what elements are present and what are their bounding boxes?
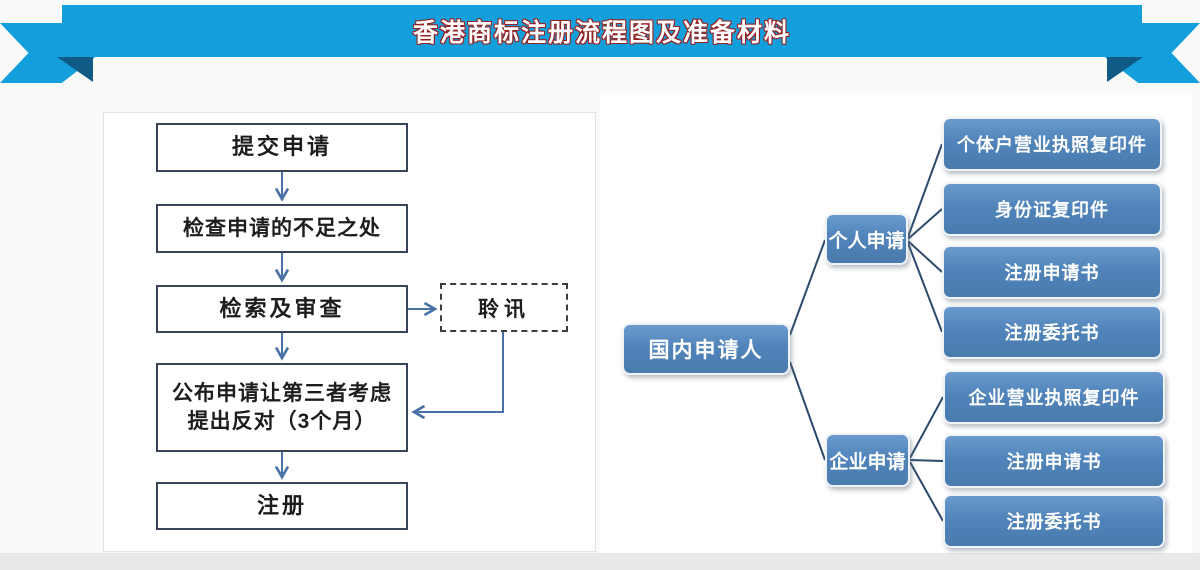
tree-branch-individual-label: 个人申请 xyxy=(828,230,905,252)
flow-step-publish: 公布申请让第三者考虑 提出反对（3个月） xyxy=(156,363,408,452)
tree-leaf-registration-poa-individual: 注册委托书 xyxy=(942,305,1162,359)
flow-step-register-label: 注册 xyxy=(256,492,307,518)
tree-leaf-label: 注册申请书 xyxy=(1006,452,1102,472)
tree-leaf-label: 企业营业执照复印件 xyxy=(968,388,1140,408)
tree-branch-enterprise: 企业申请 xyxy=(825,433,910,487)
tree-branch-individual: 个人申请 xyxy=(825,213,908,265)
line-enterprise-leaf3 xyxy=(909,461,944,522)
ribbon-banner: 香港商标注册流程图及准备材料 xyxy=(62,5,1142,57)
flow-step-submit: 提交申请 xyxy=(156,123,408,172)
flow-step-publish-label-line2: 提出反对（3个月） xyxy=(187,409,377,433)
flow-hearing-label: 聆讯 xyxy=(478,297,530,321)
flow-step-search-label: 检索及审查 xyxy=(219,295,345,321)
tree-leaf-label: 注册委托书 xyxy=(1004,323,1100,343)
flow-step-check-label: 检查申请的不足之处 xyxy=(183,216,381,240)
tree-lines xyxy=(789,143,944,522)
banner-title: 香港商标注册流程图及准备材料 xyxy=(412,19,791,47)
flow-step-search: 检索及审查 xyxy=(156,285,408,333)
tree-leaf-registration-application-enterprise: 注册申请书 xyxy=(943,434,1165,488)
tree-leaf-label: 注册委托书 xyxy=(1006,512,1102,532)
flow-step-publish-label-line1: 公布申请让第三者考虑 xyxy=(172,382,392,406)
line-enterprise-leaf2 xyxy=(909,459,944,462)
line-enterprise-leaf1 xyxy=(909,396,944,459)
tree-leaf-id-card-copy: 身份证复印件 xyxy=(942,182,1162,236)
tree-branch-enterprise-label: 企业申请 xyxy=(829,451,906,473)
flow-hearing-box: 聆讯 xyxy=(440,283,568,332)
line-root-individual xyxy=(789,239,826,336)
tree-leaf-label: 身份证复印件 xyxy=(995,200,1109,220)
line-individual-leaf4 xyxy=(907,242,943,333)
flow-step-submit-label: 提交申请 xyxy=(231,134,332,160)
tree-root-domestic-applicant: 国内申请人 xyxy=(622,323,790,375)
tree-leaf-registration-poa-enterprise: 注册委托书 xyxy=(943,494,1165,548)
tree-leaf-enterprise-business-license: 企业营业执照复印件 xyxy=(943,370,1165,424)
tree-leaf-registration-application-individual: 注册申请书 xyxy=(942,245,1162,299)
tree-leaf-individual-business-license: 个体户营业执照复印件 xyxy=(942,117,1162,171)
flow-arrows xyxy=(274,172,504,480)
bottom-strip xyxy=(0,553,1200,570)
line-individual-leaf3 xyxy=(907,240,943,273)
flow-step-check: 检查申请的不足之处 xyxy=(156,204,408,253)
flow-step-register: 注册 xyxy=(156,482,408,530)
arrow-hearing-step4 xyxy=(411,332,504,420)
tree-root-label: 国内申请人 xyxy=(648,339,764,362)
line-root-enterprise xyxy=(789,361,826,461)
tree-leaf-label: 个体户营业执照复印件 xyxy=(957,135,1147,155)
tree-leaf-label: 注册申请书 xyxy=(1004,263,1100,283)
line-individual-leaf2 xyxy=(907,208,943,240)
line-individual-leaf1 xyxy=(907,143,943,238)
